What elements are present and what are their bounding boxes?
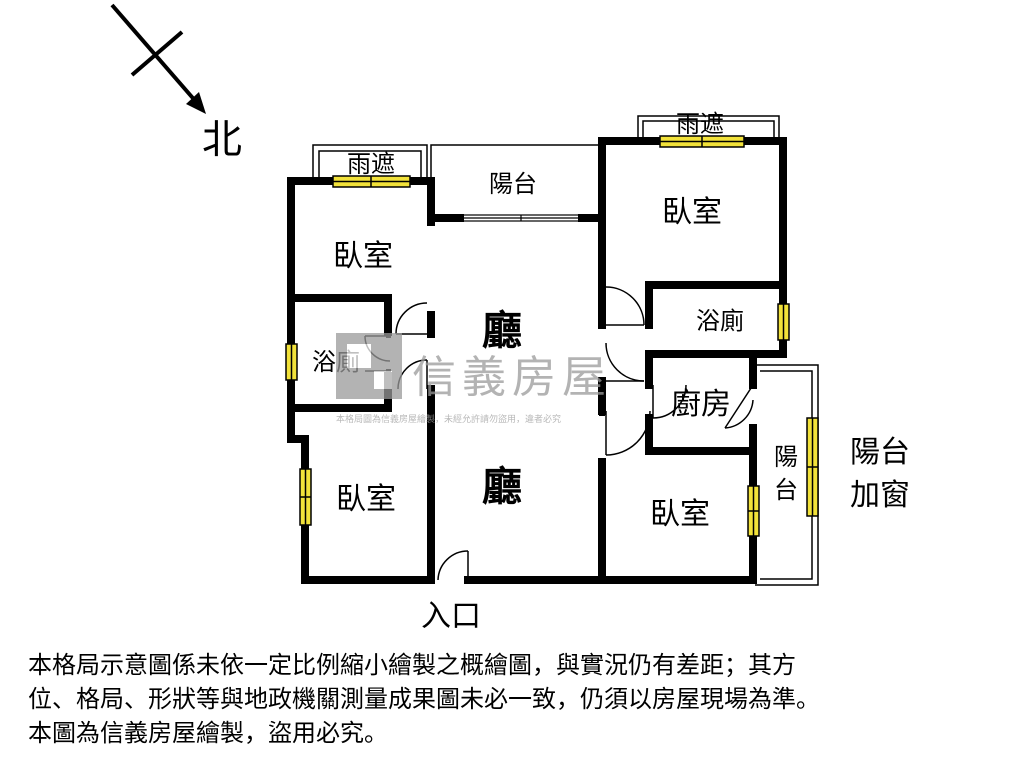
label-bedroom-bottom-right: 臥室: [650, 497, 710, 532]
windows: [285, 135, 819, 537]
disclaimer: 本格局示意圖係未依一定比例縮小繪製之概繪圖，與實況仍有差距；其方 位、格局、形狀…: [28, 648, 1008, 750]
label-balcony-enclosed-1: 陽台: [850, 435, 910, 470]
door-swings: [364, 286, 754, 581]
label-balcony-top: 陽台: [489, 170, 537, 198]
north-label: 北: [202, 117, 242, 163]
disclaimer-line-3: 本圖為信義房屋繪製，盜用必究。: [28, 719, 388, 747]
walls: [287, 137, 787, 584]
watermark-brand: 信義房屋: [412, 352, 612, 403]
label-canopy-right: 雨遮: [676, 110, 724, 138]
label-bedroom-top-left: 臥室: [333, 239, 393, 274]
label-kitchen: 廚房: [671, 387, 731, 422]
window-top-right: [659, 135, 745, 148]
brand-logo-icon: [336, 333, 402, 399]
label-balcony-right-1: 陽台: [774, 443, 798, 504]
window-left-bath: [285, 343, 298, 381]
label-bedroom-bottom-left: 臥室: [336, 482, 396, 517]
window-balcony-enclosure: [806, 417, 819, 517]
disclaimer-line-1: 本格局示意圖係未依一定比例縮小繪製之概繪圖，與實況仍有差距；其方: [28, 651, 796, 679]
label-living-lower: 廳: [482, 463, 522, 510]
label-balcony-enclosed-2: 加窗: [850, 478, 910, 513]
north-arrow-icon: [110, 3, 206, 114]
window-left-bedroom: [299, 468, 312, 526]
window-right-bedroom: [747, 485, 760, 537]
label-living-upper: 廳: [482, 307, 522, 354]
floor-plan: 北: [110, 3, 910, 634]
label-bathroom-right: 浴廁: [696, 307, 744, 335]
watermark-notice: 本格局圖為信義房屋繪製，未經允許請勿盜用，違者必究: [336, 413, 561, 425]
label-canopy-left: 雨遮: [347, 150, 395, 178]
disclaimer-line-2: 位、格局、形狀等與地政機關測量成果圖未必一致，仍須以房屋現場為準。: [28, 685, 820, 713]
window-right-bath: [777, 303, 790, 341]
label-bedroom-top-right: 臥室: [662, 195, 722, 230]
window-top-left: [332, 175, 411, 188]
label-entrance: 入口: [421, 599, 481, 634]
sliding-door: [459, 214, 583, 222]
watermark: 信義房屋 本格局圖為信義房屋繪製，未經允許請勿盜用，違者必究: [336, 333, 612, 425]
